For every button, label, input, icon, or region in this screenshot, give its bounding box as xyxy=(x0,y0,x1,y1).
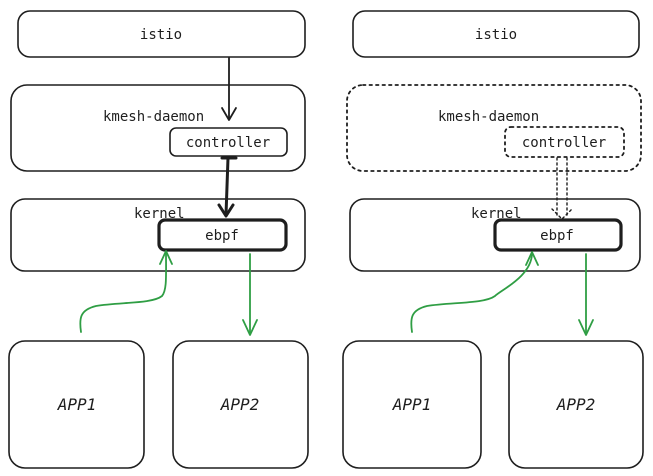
right-controller-box: controller xyxy=(504,126,625,158)
right-controller-label: controller xyxy=(522,135,606,151)
right-istio-label: istio xyxy=(475,27,517,43)
left-controller-box: controller xyxy=(169,127,288,157)
right-app2-label: APP2 xyxy=(556,395,596,414)
left-diagram: istio kmesh-daemon kernel controller xyxy=(8,10,309,469)
left-ebpf-to-app2-arrow xyxy=(242,253,258,336)
right-controller-to-ebpf-dashed-link xyxy=(551,157,573,220)
right-ebpf-label: ebpf xyxy=(540,228,574,244)
right-diagram: istio kmesh-daemon kernel controller ebp… xyxy=(342,10,644,469)
right-app2-box: APP2 xyxy=(508,340,644,469)
left-app1-box: APP1 xyxy=(8,340,145,469)
left-kmesh-daemon-label: kmesh-daemon xyxy=(103,109,204,125)
left-kernel-label: kernel xyxy=(134,206,185,222)
right-app1-label: APP1 xyxy=(392,395,432,414)
left-app2-label: APP2 xyxy=(220,395,260,414)
right-kmesh-daemon-label: kmesh-daemon xyxy=(438,109,539,125)
right-kernel-label: kernel xyxy=(471,206,522,222)
left-controller-to-ebpf-arrow xyxy=(217,156,238,218)
left-istio-to-controller-arrow xyxy=(221,57,237,121)
left-app1-to-ebpf-arrow xyxy=(79,250,173,333)
right-istio-box: istio xyxy=(352,10,640,58)
right-app1-box: APP1 xyxy=(342,340,482,469)
left-app2-box: APP2 xyxy=(172,340,309,469)
right-app1-to-ebpf-arrow xyxy=(410,251,539,333)
right-ebpf-box: ebpf xyxy=(493,218,623,252)
left-controller-label: controller xyxy=(186,135,270,151)
left-ebpf-box: ebpf xyxy=(157,218,288,252)
left-istio-box: istio xyxy=(17,10,306,58)
right-ebpf-to-app2-arrow xyxy=(578,253,594,336)
left-ebpf-label: ebpf xyxy=(205,228,239,244)
left-istio-label: istio xyxy=(140,27,182,43)
left-app1-label: APP1 xyxy=(57,395,97,414)
